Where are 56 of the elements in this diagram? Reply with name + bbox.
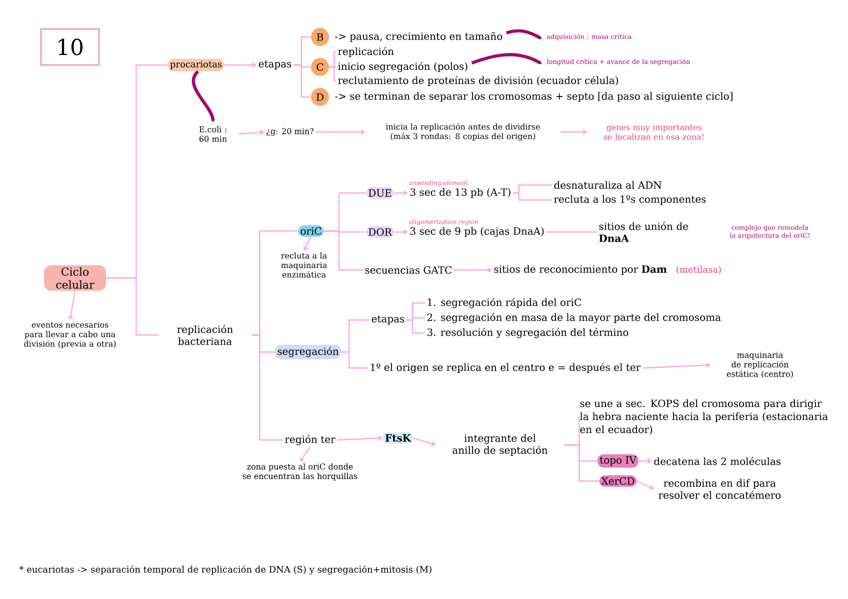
topic-pill: DOR: [366, 226, 394, 238]
branch-text: 3 sec de 9 pb (cajas DnaA): [410, 227, 544, 237]
branch-text: 1º el origen se replica en el centro e = después el ter: [370, 362, 641, 374]
branch-text: recombina en dif para resolver el concatémero: [658, 479, 781, 499]
branch-text: se une a sec. KOPS del cromosoma para dirigir la hebra naciente hacia la periferia (estacionaria en el ecuador): [580, 399, 828, 435]
note-text: maquinaria de replicación estática (centro): [726, 352, 793, 378]
topic-pill: segregación: [275, 344, 341, 360]
list-item: 3. resolución y segregación del término: [427, 328, 628, 338]
note-text: recluta a la maquinaria enzimática: [281, 252, 327, 278]
topic-pill: Ciclo celular: [44, 265, 106, 291]
branch-text: recluta a los 1ºs componentes: [554, 195, 706, 205]
branch-text: desnaturaliza al ADN: [554, 181, 662, 189]
branch-text: inicio segregación (polos): [338, 62, 468, 72]
connector-line: [564, 444, 600, 482]
note-text: inicia la replicación antes de dividirse (máx 3 rondas: 8 copias del origen): [386, 123, 540, 141]
annotation-text: (metilasa): [676, 266, 721, 274]
note-text: zona puesta al oriC donde se encuentran las horquillas: [242, 463, 358, 481]
connector-line: [341, 351, 368, 369]
branch-text: secuencias GATC: [365, 266, 452, 274]
note-text: eventos necesarios para llevar a cabo una división (previa a otra): [24, 322, 116, 348]
branch-text: reclutamiento de proteínas de división (ecuador célula): [338, 76, 618, 86]
connector-line: [406, 319, 425, 334]
branch-text: sitios de unión de DnaA: [599, 222, 688, 242]
connector-line: [324, 230, 363, 271]
note-text: genes muy importantes se localizan en esa zona!: [604, 124, 704, 140]
footnote-text: * eucariotas -> separación temporal de replicación de DNA (S) y segregación+mitosis (M): [19, 565, 432, 575]
branch-text: integrante del anillo de septación: [452, 434, 548, 456]
list-item: 1. segregación rápida del oriC: [428, 298, 582, 308]
branch-text: región ter: [285, 434, 336, 446]
branch-text: -> pausa, crecimiento en tamaño: [335, 32, 502, 42]
branch-text: decatena las 2 moléculas: [654, 456, 781, 466]
arrow: [471, 53, 542, 64]
protein-pill: XerCD: [599, 475, 637, 487]
arrow: [506, 29, 542, 40]
protein-pill: FtsK: [382, 432, 414, 444]
branch-text: replicación bacteriana: [177, 324, 233, 346]
topic-pill: DUE: [366, 187, 394, 199]
connector-line: [512, 192, 552, 201]
branch-text: etapas: [258, 60, 292, 70]
connector-line: [252, 334, 283, 441]
branch-text: -> se terminan de separar los cromosomas + septo [da paso al siguiente ciclo]: [335, 92, 732, 102]
branch-text: replicación: [338, 46, 394, 58]
topic-pill: oriC: [298, 225, 324, 237]
connector-line: [329, 66, 336, 82]
branch-text: 3 sec de 13 pb (A-T): [410, 188, 510, 198]
note-text: ¿g: 20 min?: [266, 128, 314, 136]
protein-pill: topo IV: [598, 454, 638, 468]
branch-text: etapas: [372, 316, 404, 324]
list-item: 2. segregación en masa de la mayor parte del cromosoma: [427, 312, 721, 324]
connector-line: [106, 277, 158, 336]
branch-text: sitios de reconocimiento por Dam: [494, 265, 667, 275]
connector-line: [546, 231, 597, 233]
number-box: 10: [40, 28, 100, 66]
note-text: E.coli : 60 min: [199, 126, 227, 142]
topic-pill: procariotas: [168, 58, 224, 72]
connector-line: [293, 64, 311, 98]
